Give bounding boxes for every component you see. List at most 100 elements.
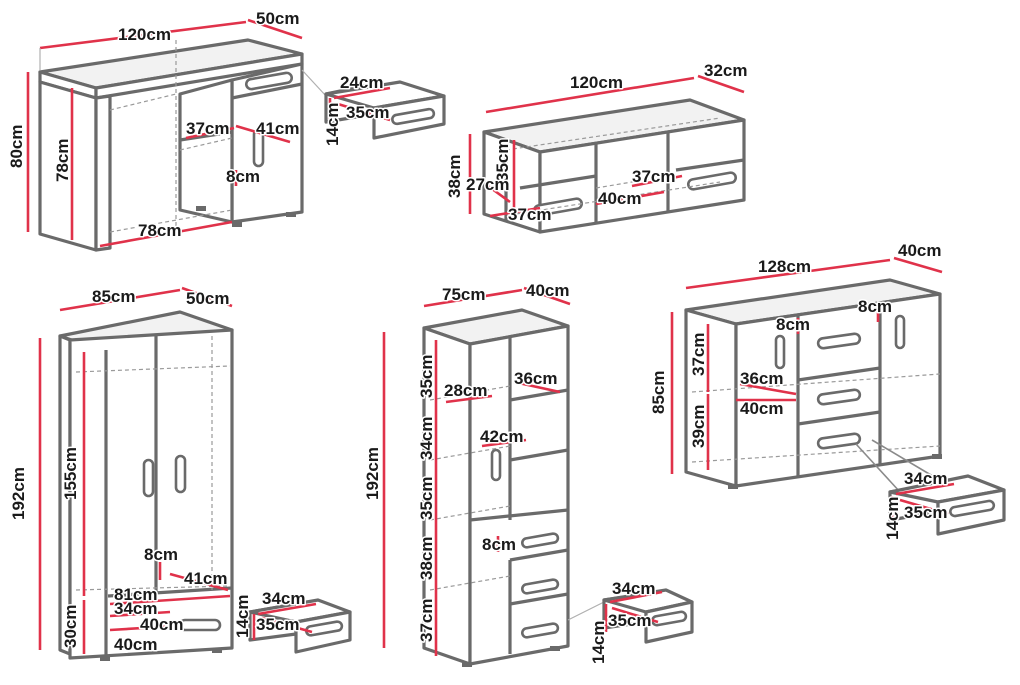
wardrobe	[58, 310, 234, 661]
wardrobe-drawer-d-label: 35cm	[256, 615, 299, 634]
bookcase-inner-w-label: 42cm	[480, 427, 523, 446]
desk-drawer-leader	[301, 69, 327, 97]
bookcase-handle-1	[520, 532, 560, 549]
bookcase-handle-3	[520, 622, 560, 639]
wardrobe-drawer-w-line	[109, 624, 177, 632]
bookcase-gap-label: 8cm	[482, 535, 516, 554]
wardrobe-inner-w-line	[109, 594, 231, 606]
tv-left-w-label: 37cm	[508, 205, 551, 224]
sideboard-gap1-label: 8cm	[776, 315, 810, 334]
bookcase-width-line	[423, 288, 523, 308]
wardrobe-drawer-inner-label: 34cm	[114, 599, 157, 618]
bookcase-depth-label: 40cm	[526, 281, 569, 300]
desk-knee-line	[99, 220, 233, 248]
wardrobe-depth-line	[181, 286, 233, 308]
sideboard-shelf-d-label: 36cm	[740, 369, 783, 388]
bookcase-shelf-w-line	[445, 394, 493, 404]
sideboard-handle-1	[816, 332, 862, 350]
bookcase-drawer-h-label: 14cm	[589, 621, 608, 664]
bookcase-mid-h-label: 34cm	[417, 417, 436, 460]
desk-shelf-d-line	[235, 124, 291, 144]
wardrobe-base-h-label: 30cm	[61, 605, 80, 648]
bookcase-drawer-w-line	[609, 590, 663, 604]
desk-depth-line	[247, 18, 303, 40]
bookcase-d1-h-label: 38cm	[417, 537, 436, 580]
bookcase-shelf-d-label: 36cm	[514, 369, 557, 388]
wardrobe-width-label: 85cm	[92, 287, 135, 306]
tv-left-w-line	[489, 206, 541, 218]
sideboard-drawer-w-label: 34cm	[904, 469, 947, 488]
sideboard-low-h-label: 39cm	[689, 405, 708, 448]
tv-width-line	[485, 76, 695, 114]
bookcase-foot-1	[462, 662, 472, 667]
sideboard	[684, 278, 942, 493]
desk-drawer: 24cm 35cm 14cm	[301, 69, 446, 148]
desk-foot-3	[286, 212, 296, 217]
desk-inner-height-label: 78cm	[53, 139, 72, 182]
tv-handle-right	[686, 171, 738, 191]
bookcase-d2-h-label: 37cm	[417, 599, 436, 642]
bookcase-handle-2	[520, 578, 560, 595]
bookcase-front	[468, 324, 570, 666]
wardrobe-drawer-handle	[178, 618, 222, 632]
desk-drawer-line	[231, 82, 303, 100]
desk-shelf-w-label: 37cm	[186, 119, 229, 138]
wardrobe-drawer-w-label: 40cm	[140, 615, 183, 634]
tv-inner-d-label: 27cm	[466, 175, 509, 194]
tv-depth-label: 32cm	[704, 61, 747, 80]
bookcase-drawer-d-label: 35cm	[608, 611, 651, 630]
wardrobe-drawer-detail: 34cm 35cm 14cm	[232, 588, 352, 654]
tv-hidden-1	[505, 117, 721, 151]
bookcase-height-label: 192cm	[363, 447, 382, 500]
sideboard-foot-2	[932, 454, 942, 459]
sideboard-foot-1	[728, 484, 738, 489]
sideboard-drawer-2	[797, 410, 881, 426]
tv-stand	[482, 98, 746, 234]
tv-right-w-line	[631, 174, 683, 188]
wardrobe-dimensions: 85cm 50cm 192cm 155cm 8cm 41cm 81cm 34cm…	[8, 286, 233, 656]
wardrobe-gap-label: 8cm	[144, 545, 178, 564]
sideboard-depth-label: 40cm	[898, 241, 941, 260]
sideboard-leader-1	[855, 443, 901, 493]
bookcase-drawer-2	[509, 592, 569, 606]
wardrobe-drawer-w-label2: 34cm	[262, 589, 305, 608]
wardrobe-drawer-d-line	[261, 616, 313, 634]
wardrobe-drawer-inner-line	[109, 610, 171, 618]
sideboard-drawer-detail: 34cm 35cm 14cm	[882, 468, 1006, 542]
sideboard-shelf-w-label: 40cm	[740, 399, 783, 418]
desk-drawer-d-label: 35cm	[346, 103, 389, 122]
sideboard-leader-2	[871, 439, 937, 479]
sideboard-depth-line	[893, 256, 943, 274]
desk	[38, 38, 304, 252]
tv-inner-d-line	[487, 184, 511, 204]
bookcase-dimensions: 75cm 40cm 192cm 35cm 34cm 35cm 38cm 37cm…	[362, 280, 571, 656]
desk-width-line	[39, 20, 247, 50]
tv-dimensions: 120cm 32cm 38cm 35cm 27cm 37cm 40cm 37cm	[444, 60, 749, 226]
bookcase	[422, 308, 570, 667]
sideboard-height-label: 85cm	[649, 371, 668, 414]
desk-shelf-w-line	[185, 126, 235, 140]
sideboard-dimensions: 128cm 40cm 85cm 37cm 39cm 36cm 40cm 8cm …	[648, 240, 943, 474]
wardrobe-handle-left	[142, 458, 155, 498]
bookcase-shelf-w-label: 28cm	[444, 381, 487, 400]
sideboard-drawer-d-label: 35cm	[904, 503, 947, 522]
bookcase-depth-line	[523, 286, 571, 306]
tv-mid-w-label: 40cm	[598, 189, 641, 208]
wardrobe-inner-w-label: 81cm	[114, 585, 157, 604]
tv-mid-w-line	[595, 190, 665, 206]
sideboard-handle-2	[816, 388, 862, 406]
tv-height-label: 38cm	[445, 155, 464, 198]
desk-door-handle	[252, 128, 265, 168]
bookcase-drawer-1	[509, 548, 569, 562]
tv-depth-line	[697, 74, 745, 94]
tv-drawer-top-r	[675, 158, 745, 172]
sideboard-drawer-w-line	[895, 482, 955, 496]
desk-hidden-3	[179, 137, 233, 151]
sideboard-handle-right	[894, 314, 906, 350]
desk-drawer-d-line	[337, 102, 391, 122]
desk-foot-2	[232, 222, 242, 227]
wardrobe-drawer-w-line2	[257, 602, 317, 616]
desk-drawer-handle	[244, 71, 294, 91]
